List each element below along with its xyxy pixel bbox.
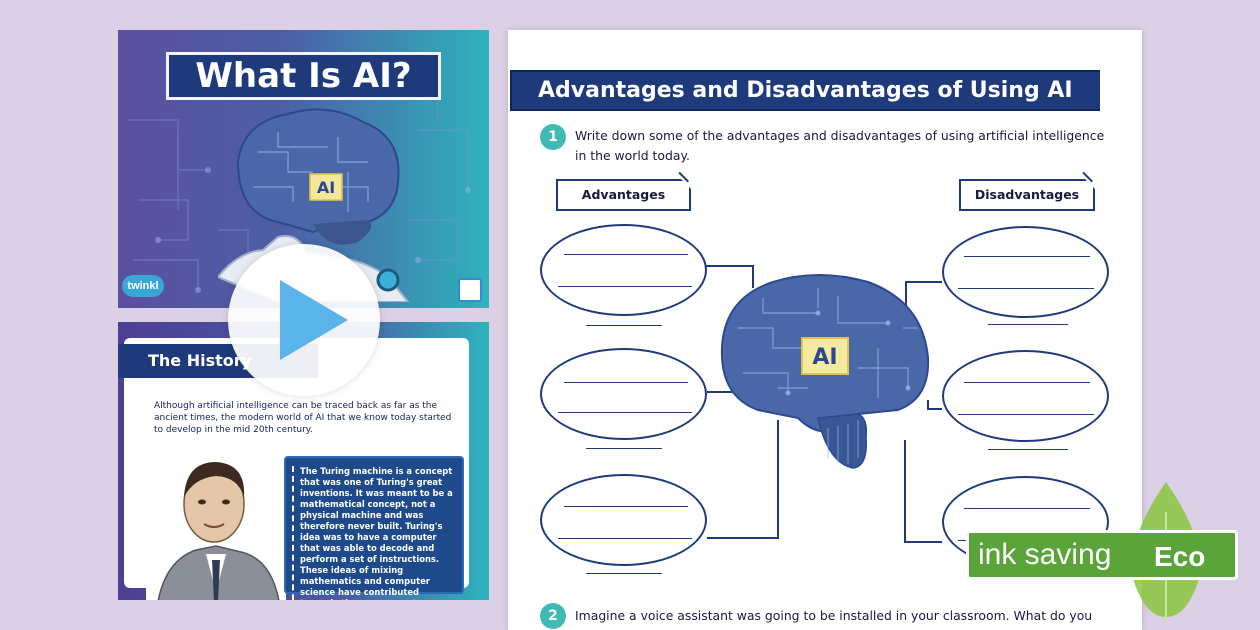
slide1-brain-label: AI (317, 178, 335, 197)
advantage-line-2c (586, 448, 662, 449)
advantage-answer-bubble-3[interactable] (540, 474, 707, 566)
play-button[interactable] (228, 244, 380, 396)
turing-machine-info-box: The Turing machine is a concept that was… (284, 456, 464, 600)
play-icon (280, 280, 348, 360)
advantages-label: Advantages (556, 171, 691, 211)
disadvantages-label: Disadvantages (959, 171, 1095, 211)
ink-saving-text: ink saving (978, 538, 1112, 571)
question-2-number: 2 (540, 603, 566, 629)
disadvantage-answer-bubble-1[interactable] (942, 226, 1109, 318)
question-1-number: 1 (540, 124, 566, 150)
question-1-text: Write down some of the advantages and di… (575, 126, 1115, 166)
turing-machine-text: The Turing machine is a concept that was… (292, 466, 456, 600)
advantage-answer-bubble-2[interactable] (540, 348, 707, 440)
disadvantage-line-2c (988, 449, 1068, 450)
disadvantage-line-1c (988, 324, 1068, 325)
alan-turing-portrait (146, 442, 286, 600)
worksheet-title: Advantages and Disadvantages of Using AI (510, 70, 1110, 111)
advantages-label-text: Advantages (581, 187, 666, 202)
advantage-line-3c (586, 573, 662, 574)
slide2-intro: Although artificial intelligence can be … (154, 401, 452, 435)
slide-history-of-ai[interactable]: Although artificial intelligence can be … (118, 322, 489, 600)
award-badge-icon (458, 278, 482, 302)
brain-icon: AI (720, 274, 930, 469)
eco-word: Eco (1154, 541, 1206, 572)
eco-bar (966, 530, 1238, 580)
advantage-answer-bubble-1[interactable] (540, 224, 707, 316)
question-2-text: Imagine a voice assistant was going to b… (575, 608, 1093, 623)
question-1-line-2: in the world today. (575, 148, 690, 163)
advantage-line-1c (586, 325, 662, 326)
question-1-line-1: Write down some of the advantages and di… (575, 128, 1105, 143)
twinkl-logo: twinkl (122, 275, 164, 297)
disadvantages-label-text: Disadvantages (974, 187, 1080, 202)
ink-saving-eco-badge: ink saving Eco (966, 482, 1260, 630)
worksheet-brain-label: AI (812, 345, 837, 370)
disadvantage-answer-bubble-2[interactable] (942, 350, 1109, 442)
slide1-title: What Is AI? (166, 52, 441, 100)
